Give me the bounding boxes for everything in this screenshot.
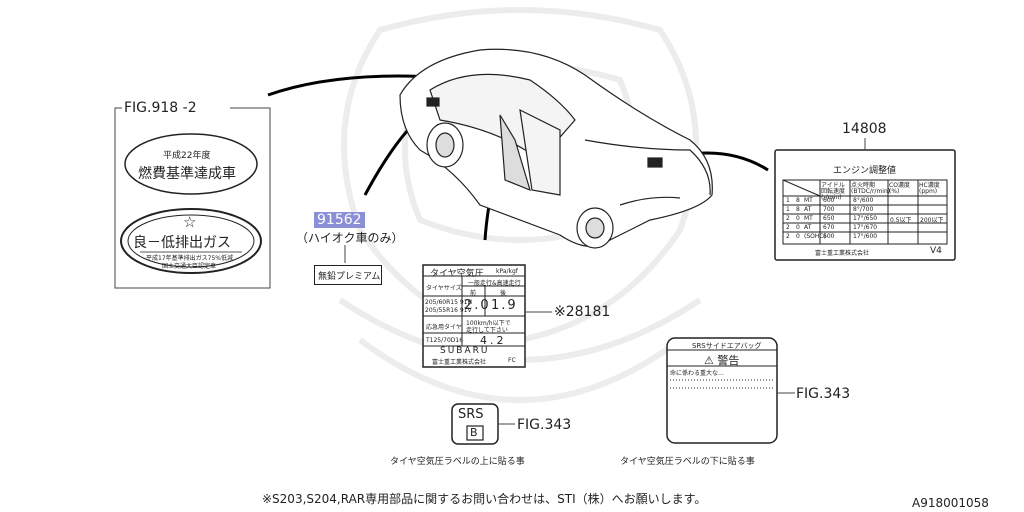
engine-col3: CO濃度 (%) <box>889 182 910 195</box>
engine-cell: 17°/650 <box>853 215 878 222</box>
srs-airbag-line1: 命に係わる重大な… <box>670 370 725 377</box>
tire-spare-note1: 100km/h以下で <box>466 320 511 327</box>
srs-small-frame <box>451 403 515 445</box>
srs-airbag-title: SRSサイドエアバッグ <box>692 342 762 350</box>
srs-small-text: SRS <box>458 407 484 422</box>
tire-code: FC <box>508 357 516 364</box>
engine-cell: 200以下 <box>920 217 944 224</box>
srs-airbag-caption: タイヤ空気圧ラベルの下に貼る事 <box>620 457 755 467</box>
engine-cell: 17°/670 <box>853 224 878 231</box>
srs-airbag-frame <box>666 337 795 444</box>
engine-cell: 0.5以下 <box>890 217 912 224</box>
engine-cell: AT <box>804 206 812 213</box>
fig918-panel <box>114 107 271 289</box>
diagram-code: A918001058 <box>912 496 989 510</box>
engine-cell: 8°/600 <box>853 197 874 204</box>
engine-cell: 1 <box>786 197 790 204</box>
tire-spare-size: T125/70D16 <box>426 337 464 344</box>
tire-spare-note2: 走行して下さい <box>466 327 508 334</box>
engine-cell: AT <box>804 224 812 231</box>
engine-cell: 600 <box>823 233 835 240</box>
engine-cell: 2 <box>786 233 790 240</box>
engine-cell: 0 <box>796 233 800 240</box>
p91562-note: （ハイオク車のみ） <box>296 231 404 245</box>
engine-cell: 650 <box>823 215 835 222</box>
engine-cell: 2 <box>786 215 790 222</box>
p91562-number[interactable]: 91562 <box>314 212 365 228</box>
engine-col4: HC濃度 (ppm) <box>919 182 940 195</box>
engine-code: V4 <box>930 246 942 256</box>
engine-label-frame <box>774 138 956 261</box>
srs-airbag-ref[interactable]: FIG.343 <box>796 386 851 402</box>
srs-small-letter: B <box>470 426 478 439</box>
srs-airbag-warning-text: 警告 <box>717 354 740 367</box>
engine-cell: MT <box>804 197 813 204</box>
engine-cell: MT <box>804 215 813 222</box>
tire-front-value: 2.0 <box>464 298 491 313</box>
engine-cell: 670 <box>823 224 835 231</box>
tire-title: タイヤ空気圧 <box>430 269 484 279</box>
tire-size2: 205/55R16 91V <box>425 307 472 314</box>
fig918-fuel-text: 燃費基準達成車 <box>138 166 236 182</box>
tire-part-number[interactable]: ※28181 <box>554 304 611 320</box>
tire-size1: 205/60R15 91H <box>425 299 472 306</box>
tire-hdr-load: 一般走行&高速走行 <box>468 280 521 287</box>
warning-triangle-icon: ⚠ <box>704 354 714 367</box>
engine-cell: 700 <box>823 206 835 213</box>
p91562-number-text: 91562 <box>314 212 365 228</box>
tire-spare-value: 4.2 <box>480 334 507 347</box>
tire-hdr-front: 前 <box>470 290 477 297</box>
engine-cell: 2 <box>786 224 790 231</box>
p91562-plate: 無鉛プレミアム <box>314 265 382 285</box>
engine-col1: アイドル回転速度 (r/min) <box>821 182 846 201</box>
engine-cell: 8 <box>796 197 800 204</box>
tire-size-label: タイヤサイズ <box>426 285 462 292</box>
fig918-year: 平成22年度 <box>163 151 211 161</box>
fig918-emission-small1: 平成17年基準排出ガス75%低減 <box>146 255 233 262</box>
engine-title: エンジン調整値 <box>833 166 897 176</box>
tire-brand: SUBARU <box>440 346 490 356</box>
tire-maker: 富士重工業株式会社 <box>432 359 487 366</box>
p91562-plate-text: 無鉛プレミアム <box>318 272 381 282</box>
engine-cell: 8°/700 <box>853 206 874 213</box>
engine-maker: 富士重工業株式会社 <box>815 250 870 257</box>
star-icon: ☆ <box>183 213 197 231</box>
tire-spare-label: 応急用タイヤ <box>426 324 462 331</box>
fig918-emission-small2: 国土交通大臣認定車 <box>162 263 217 270</box>
tire-unit: kPa/kgf <box>496 268 518 275</box>
engine-cell: 17°/600 <box>853 233 878 240</box>
engine-cell: 1 <box>786 206 790 213</box>
tire-rear-value: 1.9 <box>491 298 518 313</box>
engine-cell: 0 <box>796 224 800 231</box>
footer-note: ※S203,S204,RAR専用部品に関するお問い合わせは、STI（株）へお願い… <box>262 492 707 506</box>
car-illustration <box>399 48 713 249</box>
srs-small-ref[interactable]: FIG.343 <box>517 417 572 433</box>
engine-cell: 0 <box>796 215 800 222</box>
fig918-title[interactable]: FIG.918 -2 <box>124 100 197 116</box>
tire-label-frame <box>422 264 552 368</box>
srs-airbag-warning: ⚠ 警告 <box>704 352 739 368</box>
fig918-emission-text: 良－低排出ガス <box>133 235 231 251</box>
engine-col2: 点火時期 (BTDC/r/min) <box>851 182 891 195</box>
engine-cell: (SOHC) <box>804 233 826 240</box>
engine-part-number[interactable]: 14808 <box>842 121 887 137</box>
tire-hdr-rear: 後 <box>500 290 507 297</box>
srs-small-caption: タイヤ空気圧ラベルの上に貼る事 <box>390 457 525 467</box>
engine-cell: 8 <box>796 206 800 213</box>
engine-cell: 600 <box>823 197 835 204</box>
